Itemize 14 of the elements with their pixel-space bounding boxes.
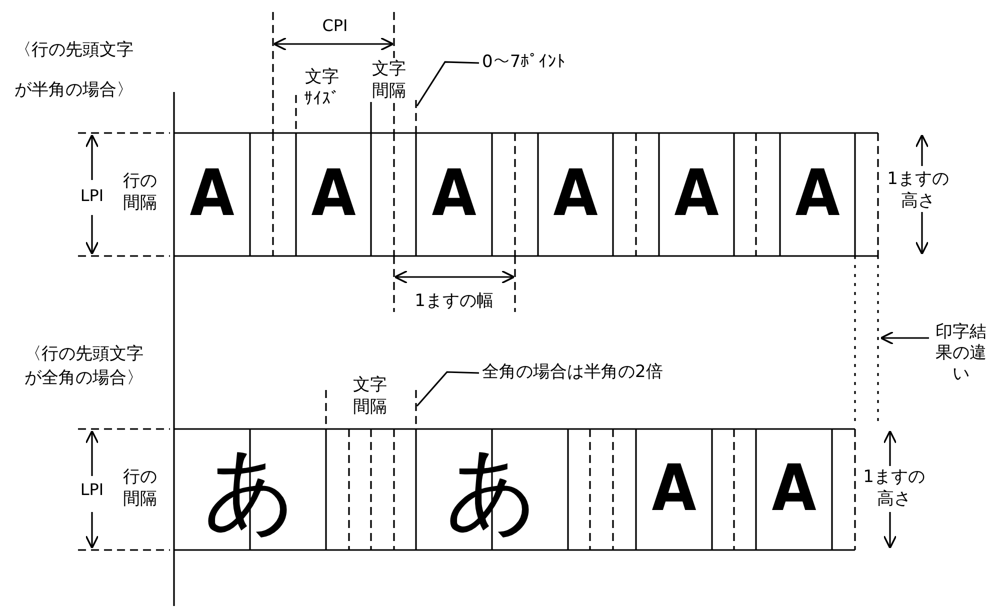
arrow — [880, 331, 929, 345]
leader-line — [416, 61, 480, 106]
sample-character: A — [650, 451, 698, 528]
callout-text: 0～7ﾎﾟｲﾝﾄ — [482, 52, 622, 73]
callout-text: 全角の場合は半角の2倍 — [482, 362, 722, 383]
sample-character: A — [188, 156, 236, 233]
sample-character: A — [552, 156, 599, 233]
sample-character: A — [430, 156, 478, 233]
sample-character: A — [770, 451, 818, 528]
leader-line — [416, 371, 480, 407]
sample-character: A — [794, 156, 841, 233]
callout-text: 印字結果の違い — [932, 322, 990, 385]
sample-character: A — [310, 156, 357, 233]
sample-character: A — [673, 156, 720, 233]
